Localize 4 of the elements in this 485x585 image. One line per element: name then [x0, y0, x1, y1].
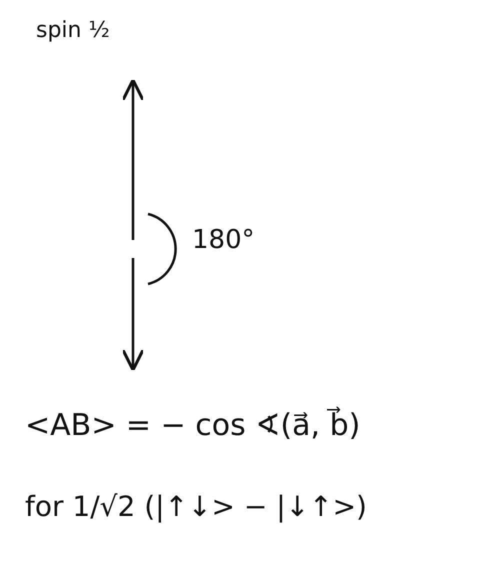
formula-text: for 1/√2 (|↑↓> − |↓↑>) [25, 490, 367, 523]
angle-label: 180° [192, 225, 255, 255]
formula-text: <AB> = − cos ∢(a⃗, b⃗) [25, 408, 360, 443]
spin-label: spin ½ [36, 18, 110, 43]
